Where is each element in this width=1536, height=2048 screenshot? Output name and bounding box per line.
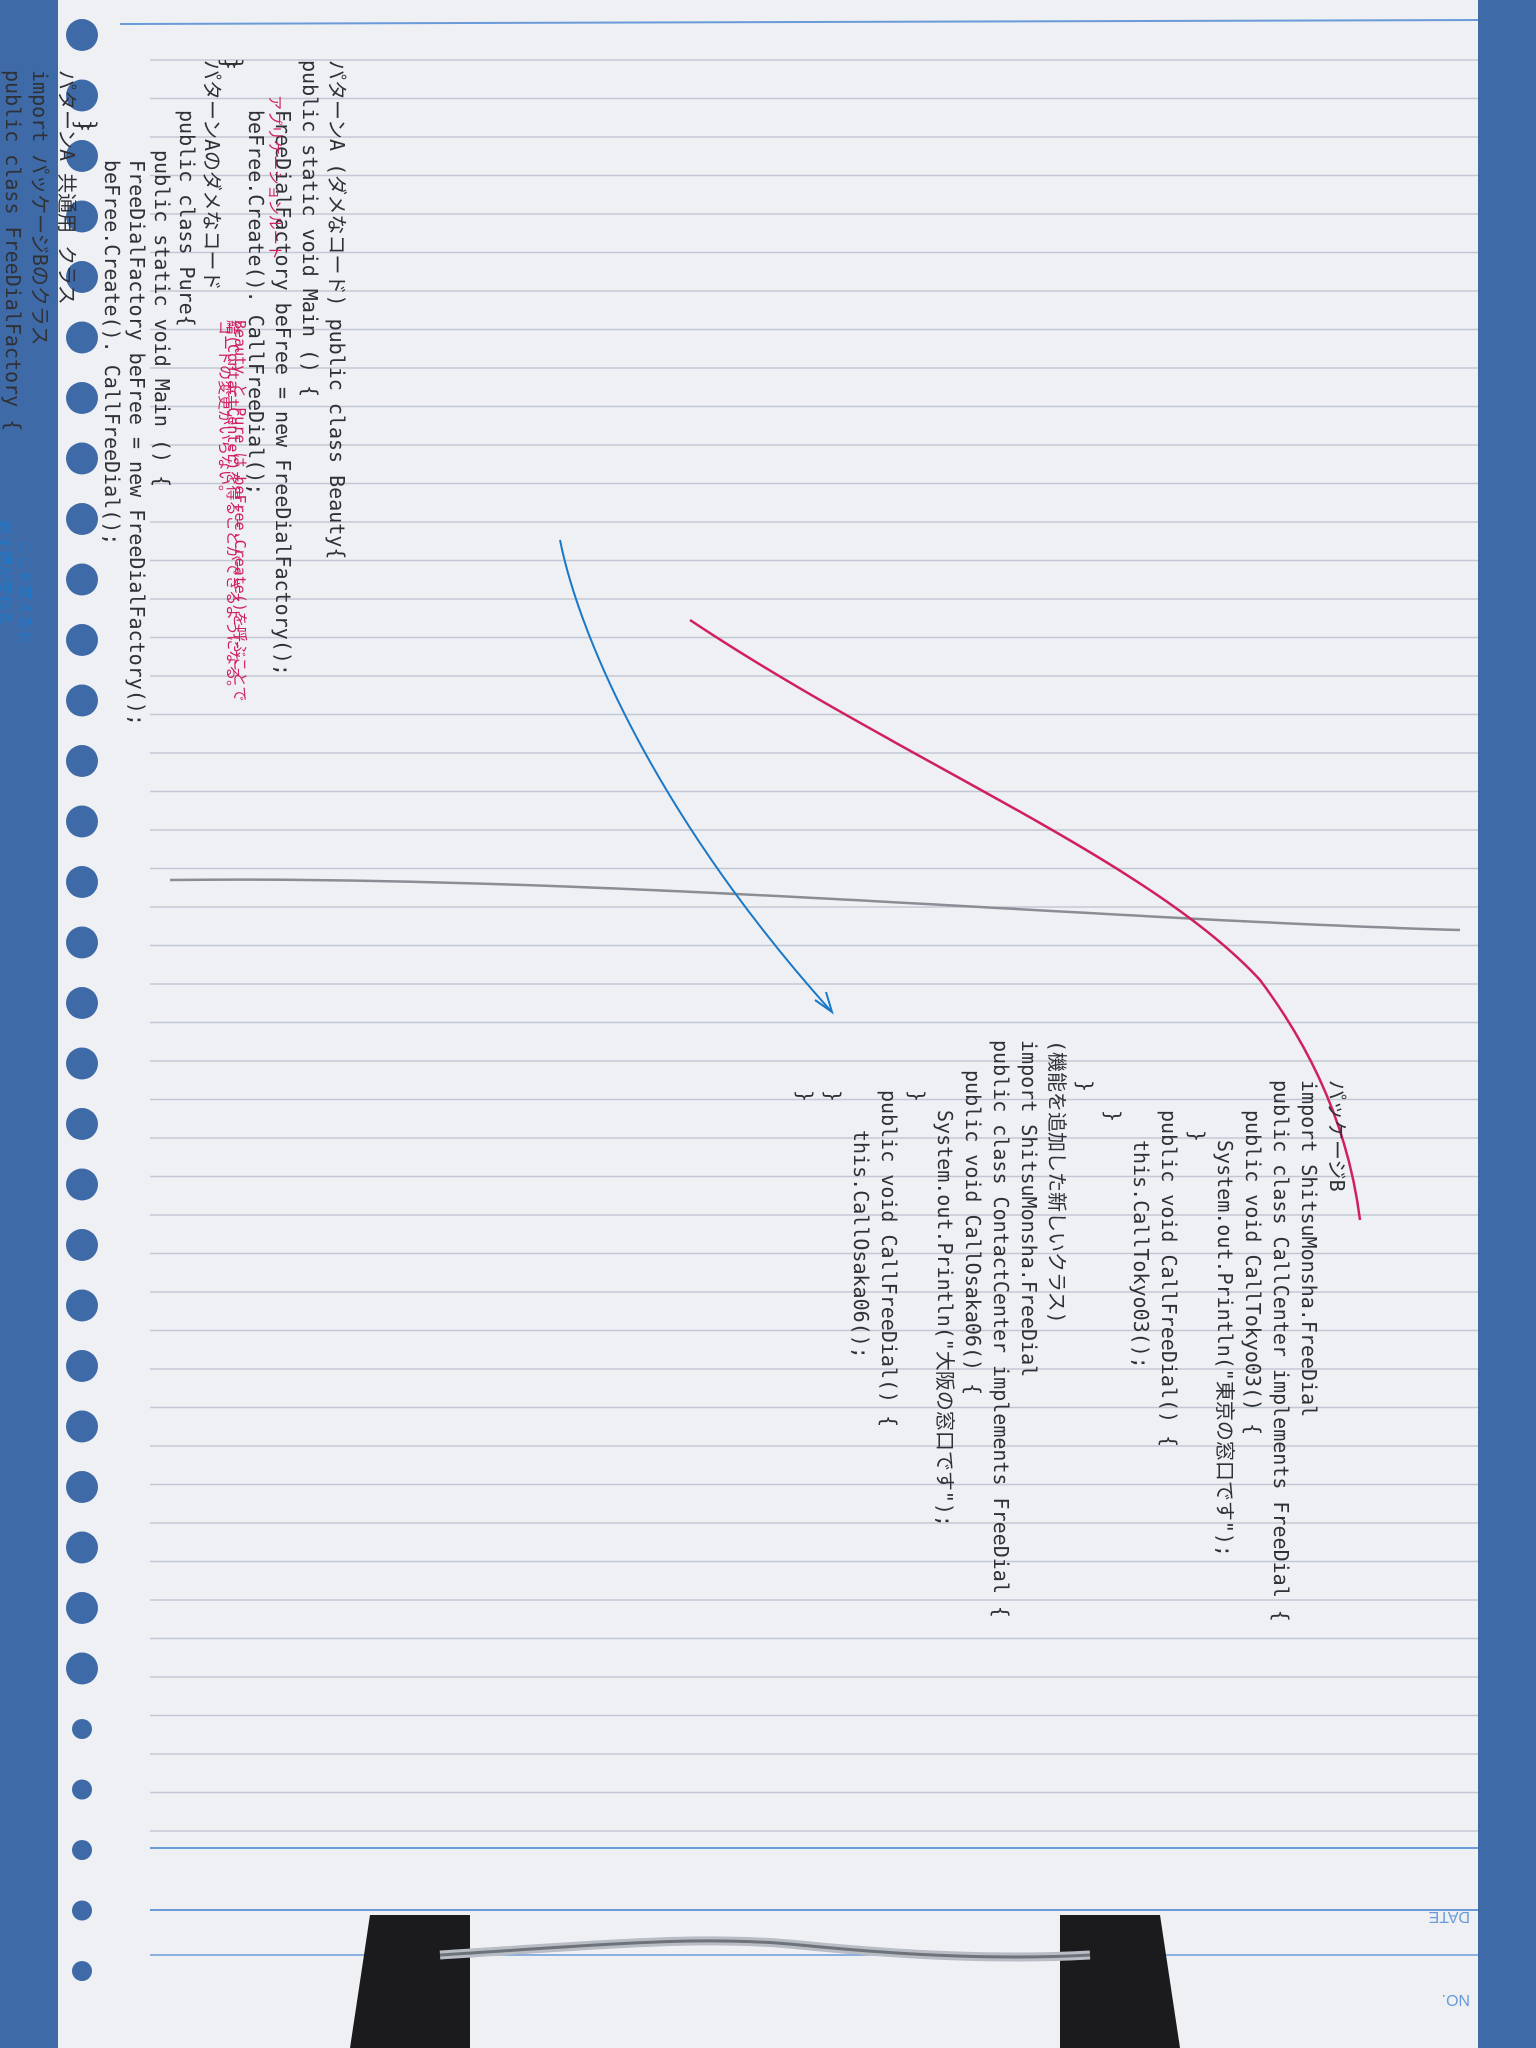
handwritten-line: パターンAのダメなコード bbox=[200, 60, 224, 290]
handwritten-line: public class CallCenter implements FreeD… bbox=[1269, 1080, 1293, 1622]
handwritten-line: this.CallOsaka06(); bbox=[849, 1130, 873, 1359]
punch-hole bbox=[66, 1289, 98, 1322]
punch-hole bbox=[66, 926, 98, 959]
punch-hole bbox=[66, 1531, 98, 1564]
date-label: DATE bbox=[1429, 1908, 1470, 1925]
handwritten-line: パッケージB bbox=[1325, 1080, 1349, 1192]
handwritten-line: public class Pure{ bbox=[175, 110, 199, 327]
handwritten-line: } bbox=[71, 120, 95, 132]
handwritten-line: } bbox=[1185, 1130, 1209, 1142]
handwritten-line: import ShitsuMonsha.FreeDial bbox=[1297, 1080, 1321, 1417]
punch-hole bbox=[66, 140, 98, 172]
red-note: 結(ContactCenter)を得ることができるようになる。 bbox=[224, 320, 242, 695]
punch-hole bbox=[66, 261, 98, 293]
handwritten-line: import ShitsuMonsha.FreeDial bbox=[1017, 1040, 1041, 1377]
handwritten-line: FreeDialFactory beFree = new FreeDialFac… bbox=[125, 160, 149, 726]
handwritten-line: System.out.Println("東京の窓口です"); bbox=[1213, 1140, 1237, 1557]
handwritten-line: import パッケージBのクラス bbox=[28, 70, 52, 346]
punch-hole bbox=[66, 1471, 98, 1503]
punch-hole bbox=[66, 1652, 98, 1685]
handwritten-line: public class ContactCenter implements Fr… bbox=[989, 1040, 1013, 1618]
handwritten-line: } bbox=[223, 58, 247, 70]
punch-hole bbox=[66, 1047, 98, 1080]
punch-hole bbox=[66, 684, 98, 717]
clipboard-clip bbox=[350, 1915, 1180, 2048]
punch-hole bbox=[66, 382, 98, 414]
blue-note: ここを変えると bbox=[16, 540, 34, 645]
ruled-lines bbox=[150, 59, 1478, 1832]
handwritten-line: public void CallFreeDial() { bbox=[1157, 1110, 1181, 1447]
punch-hole bbox=[66, 79, 98, 112]
blue-note: 返す値が変わる bbox=[0, 520, 14, 625]
handwritten-line: パターンA (ダメなコード) public class Beauty{ bbox=[325, 60, 349, 559]
handwritten-line: } bbox=[217, 58, 241, 70]
handwritten-line: パターンA 共通用 クラス bbox=[55, 70, 79, 305]
handwritten-line: this.CallTokyo03(); bbox=[1129, 1140, 1153, 1369]
handwritten-line: public void CallTokyo03() { bbox=[1241, 1110, 1265, 1435]
punch-hole bbox=[66, 1229, 98, 1261]
punch-hole bbox=[66, 1168, 98, 1201]
punch-hole bbox=[72, 1840, 92, 1860]
no-label: NO. bbox=[1442, 1991, 1470, 2008]
red-note: コードの変更がいらない。 bbox=[216, 320, 234, 500]
red-note: Beauty と Pure は beFree.Create()を呼ぶことで bbox=[231, 320, 249, 701]
handwritten-line: public static void Main () { bbox=[150, 150, 174, 487]
handwritten-line: public void CallOsaka06() { bbox=[961, 1070, 985, 1395]
paper-sheet bbox=[58, 0, 1478, 2048]
handwritten-line: } bbox=[1073, 1080, 1097, 1092]
punch-hole bbox=[66, 1592, 98, 1624]
red-connector-curve bbox=[689, 618, 1362, 1221]
punch-hole bbox=[66, 1108, 98, 1140]
handwritten-line: } bbox=[1101, 1110, 1125, 1122]
punch-hole bbox=[66, 321, 98, 354]
handwritten-line: System.out.Println("大阪の窓口です"); bbox=[933, 1110, 957, 1527]
left-red-notes: アプリケーションルート Beauty と Pure は beFree.Create… bbox=[216, 95, 284, 701]
blue-arrow-head bbox=[814, 991, 834, 1015]
punch-hole bbox=[66, 200, 98, 233]
handwritten-line: FreeDialFactory beFree = new FreeDialFac… bbox=[271, 110, 295, 676]
pencil-divider bbox=[169, 878, 1461, 932]
handwritten-line: (機能を追加した新しいクラス) bbox=[1045, 1040, 1069, 1324]
punch-hole bbox=[66, 866, 98, 898]
handwritten-line: beFree.Create(). CallFreeDial(); bbox=[100, 160, 124, 545]
punch-hole bbox=[66, 624, 98, 656]
blue-arrow bbox=[559, 539, 831, 1011]
punch-hole bbox=[72, 1900, 92, 1921]
punch-hole bbox=[66, 563, 98, 596]
punch-hole bbox=[66, 442, 98, 475]
punch-hole bbox=[66, 1350, 98, 1382]
handwritten-line: } bbox=[821, 1090, 845, 1102]
red-note: アプリケーションルート bbox=[266, 95, 284, 260]
handwritten-line: beFree.Create(). CallFreeDial(); bbox=[244, 110, 268, 495]
punch-holes bbox=[66, 19, 98, 1981]
punch-hole bbox=[66, 503, 98, 535]
handwritten-line: public void CallFreeDial() { bbox=[877, 1090, 901, 1427]
handwritten-line: } bbox=[793, 1090, 817, 1102]
punch-hole bbox=[66, 805, 98, 838]
punch-hole bbox=[66, 1410, 98, 1443]
punch-hole bbox=[72, 1961, 92, 1981]
handwritten-line: public static void Main () { bbox=[298, 60, 322, 397]
punch-hole bbox=[66, 987, 98, 1019]
punch-hole bbox=[66, 745, 98, 777]
handwritten-line: public class FreeDialFactory { bbox=[1, 70, 25, 431]
handwritten-line: } bbox=[77, 120, 101, 132]
punch-hole bbox=[66, 19, 98, 51]
handwritten-line: } bbox=[905, 1090, 929, 1102]
punch-hole bbox=[72, 1719, 92, 1739]
left-column-text: パターンA (ダメなコード) public class Beauty{publi… bbox=[1, 58, 349, 726]
punch-hole bbox=[72, 1779, 92, 1800]
top-margin-line bbox=[119, 19, 1479, 25]
